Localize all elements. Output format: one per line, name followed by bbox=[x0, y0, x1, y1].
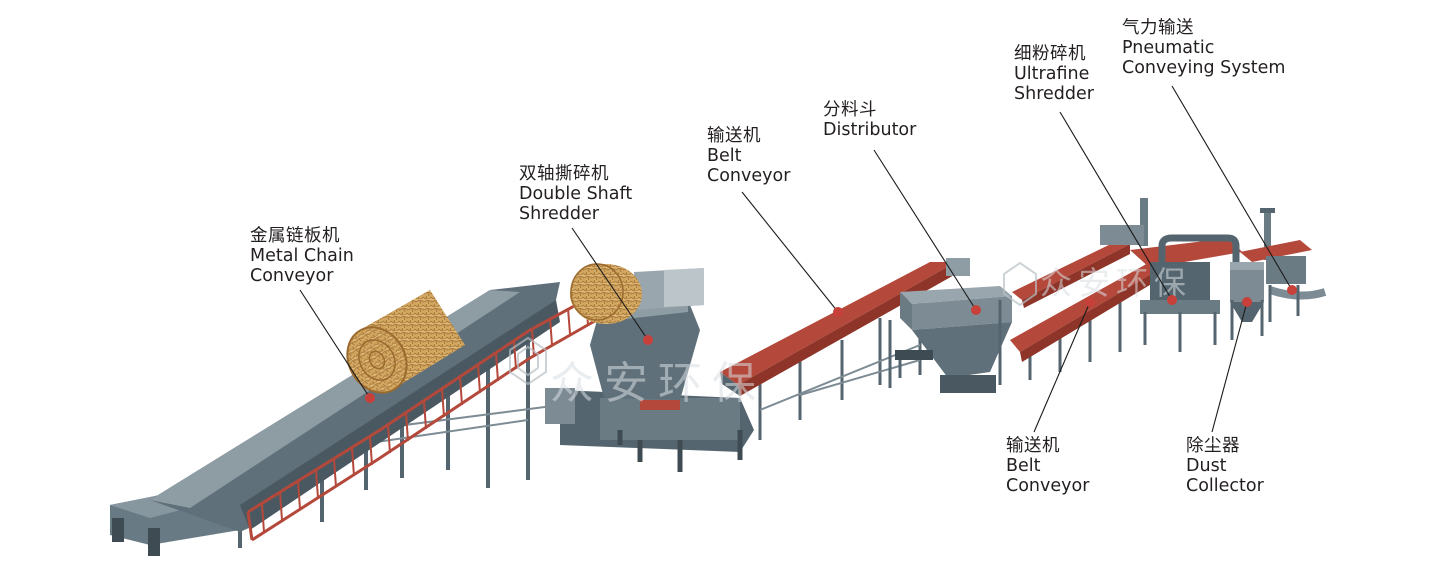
label-en-line: Ultrafine bbox=[1014, 64, 1090, 84]
label-en-line: Belt bbox=[707, 146, 742, 166]
pneumatic-conveying-equipment bbox=[1158, 208, 1327, 322]
label-en-line: Pneumatic bbox=[1122, 38, 1215, 58]
leader-line-distributor bbox=[873, 149, 977, 311]
leader-line-double-shaft-shredder bbox=[571, 227, 649, 341]
label-en-line: Dust bbox=[1186, 456, 1227, 476]
leader-line-belt-conveyor-1 bbox=[741, 191, 839, 313]
label-en-line: Shredder bbox=[519, 204, 599, 224]
label-zh: 输送机 bbox=[707, 126, 761, 146]
watermark-logo-2 bbox=[1003, 261, 1037, 307]
watermark-logo-1 bbox=[509, 336, 547, 386]
label-ultrafine-shredder: 细粉碎机 Ultrafine Shredder bbox=[1014, 44, 1094, 104]
label-en-line: Belt bbox=[1006, 456, 1041, 476]
label-zh: 双轴撕碎机 bbox=[519, 164, 609, 184]
marker-dust-collector bbox=[1242, 297, 1252, 307]
straw-bale-1 bbox=[346, 290, 465, 394]
distributor-equipment bbox=[888, 286, 1012, 393]
label-distributor: 分料斗 Distributor bbox=[823, 100, 916, 140]
marker-double-shaft-shredder bbox=[643, 335, 653, 345]
label-en-line: Shredder bbox=[1014, 84, 1094, 104]
label-en-line: Conveyor bbox=[250, 266, 334, 286]
label-zh: 气力输送 bbox=[1122, 18, 1194, 38]
label-en-line: Conveyor bbox=[707, 166, 791, 186]
marker-belt-conveyor-1 bbox=[833, 307, 843, 317]
marker-ultrafine-shredder bbox=[1167, 295, 1177, 305]
leader-line-dust-collector bbox=[1211, 301, 1248, 433]
leader-line-metal-chain-conveyor bbox=[299, 289, 371, 399]
leader-line-belt-conveyor-2 bbox=[1033, 301, 1091, 433]
marker-metal-chain-conveyor bbox=[365, 393, 375, 403]
label-pneumatic-conveying: 气力输送 Pneumatic Conveying System bbox=[1122, 18, 1285, 78]
label-en-line: Conveyor bbox=[1006, 476, 1090, 496]
label-en-line: Distributor bbox=[823, 120, 917, 140]
label-en-line: Metal Chain bbox=[250, 246, 354, 266]
label-belt-conveyor-1: 输送机 Belt Conveyor bbox=[707, 126, 790, 186]
label-zh: 除尘器 bbox=[1186, 436, 1240, 456]
leader-line-ultrafine-shredder bbox=[1059, 111, 1173, 301]
label-zh: 输送机 bbox=[1006, 436, 1060, 456]
label-zh: 细粉碎机 bbox=[1014, 44, 1086, 64]
markers bbox=[365, 285, 1297, 403]
marker-pneumatic-conveying bbox=[1287, 285, 1297, 295]
label-zh: 分料斗 bbox=[823, 100, 877, 120]
leader-line-pneumatic-conveying bbox=[1171, 85, 1293, 291]
marker-belt-conveyor-2 bbox=[1085, 297, 1095, 307]
dust-collector-equipment bbox=[1230, 262, 1264, 340]
label-en-line: Double Shaft bbox=[519, 184, 633, 204]
label-en-line: Collector bbox=[1186, 476, 1264, 496]
label-zh: 金属链板机 bbox=[250, 226, 340, 246]
label-dust-collector: 除尘器 Dust Collector bbox=[1186, 436, 1264, 496]
double-shaft-shredder-equipment bbox=[545, 263, 754, 472]
label-en-line: Conveying System bbox=[1122, 58, 1286, 78]
ultrafine-shredder-equipment bbox=[1100, 198, 1242, 352]
leader-lines bbox=[299, 85, 1293, 433]
label-double-shaft-shredder: 双轴撕碎机 Double Shaft Shredder bbox=[519, 164, 632, 224]
watermark-text-1: 众安环保 bbox=[550, 358, 766, 409]
label-metal-chain-conveyor: 金属链板机 Metal Chain Conveyor bbox=[250, 226, 354, 286]
belt-conveyor-2-equipment bbox=[1010, 242, 1168, 380]
marker-distributor bbox=[971, 305, 981, 315]
label-belt-conveyor-2: 输送机 Belt Conveyor bbox=[1006, 436, 1089, 496]
metal-chain-conveyor-equipment bbox=[110, 282, 602, 556]
